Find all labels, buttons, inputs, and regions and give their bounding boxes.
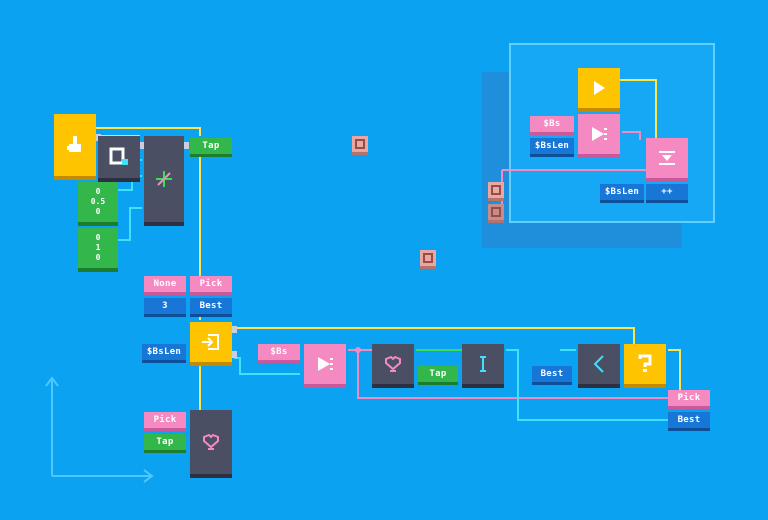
best-tag-right[interactable]: Best: [668, 412, 710, 428]
socket-node-icon[interactable]: [488, 182, 504, 198]
pick-tag-top[interactable]: Pick: [190, 276, 232, 292]
value-a-line-1: 0: [95, 187, 101, 196]
screen-block[interactable]: [98, 136, 145, 178]
range-bracket-icon: [480, 356, 486, 372]
bslen-tag-sub[interactable]: $BsLen: [530, 138, 574, 154]
play-icon: [594, 81, 605, 95]
heart-block-bottom[interactable]: [190, 410, 232, 474]
axis-corner-icon: [45, 376, 154, 483]
range-block[interactable]: [462, 344, 504, 384]
output-port[interactable]: [232, 326, 237, 333]
tap-tag-mid[interactable]: Tap: [418, 366, 458, 382]
bslen-tag-out[interactable]: $BsLen: [600, 184, 644, 200]
bslen-tag-left[interactable]: $BsLen: [142, 344, 186, 360]
value-a-line-3: 0: [95, 207, 101, 216]
vector-block[interactable]: [144, 136, 189, 222]
increment-tag[interactable]: ++: [646, 184, 688, 200]
split-block[interactable]: [304, 344, 346, 384]
output-port[interactable]: [140, 142, 145, 149]
output-port[interactable]: [232, 351, 237, 358]
socket-node-icon[interactable]: [420, 250, 436, 266]
best-tag-top[interactable]: Best: [190, 298, 232, 314]
split-play-icon: [592, 127, 607, 141]
less-block[interactable]: [578, 344, 620, 384]
split-play-icon: [318, 357, 333, 371]
value-a-line-2: 0.5: [90, 197, 106, 206]
sink-arrow-icon: [659, 151, 675, 165]
sink-block[interactable]: [646, 138, 688, 178]
socket-node-icon[interactable]: [352, 136, 368, 152]
value-block-a[interactable]: 0 0.5 0: [78, 182, 118, 222]
best-tag-mid[interactable]: Best: [532, 366, 572, 382]
value-b-line-3: 0: [95, 253, 101, 262]
vector-cross-icon: [156, 171, 172, 187]
bs-tag-mid[interactable]: $Bs: [258, 344, 300, 360]
pick-tag-bottom[interactable]: Pick: [144, 412, 186, 428]
question-block[interactable]: [624, 344, 666, 384]
question-icon: [638, 354, 652, 372]
split-block-sub[interactable]: [578, 114, 620, 154]
screen-touch-icon: [109, 147, 128, 165]
touch-block[interactable]: [54, 114, 101, 176]
three-tag[interactable]: 3: [144, 298, 186, 314]
pick-tag-right[interactable]: Pick: [668, 390, 710, 406]
enter-block[interactable]: [190, 322, 237, 362]
bs-tag-sub[interactable]: $Bs: [530, 116, 574, 132]
none-tag[interactable]: None: [144, 276, 186, 292]
less-than-icon: [593, 355, 604, 373]
tap-tag-bottom[interactable]: Tap: [144, 434, 186, 450]
hand-pointer-icon: [67, 136, 81, 152]
heart-pin-icon: [203, 433, 219, 450]
heart-pin-icon: [385, 355, 401, 372]
value-b-line-2: 1: [95, 243, 101, 252]
value-block-b[interactable]: 0 1 0: [78, 228, 118, 268]
heart-block[interactable]: [372, 344, 414, 384]
output-port[interactable]: [184, 142, 189, 149]
socket-node-icon[interactable]: [488, 204, 504, 220]
tap-tag-top[interactable]: Tap: [190, 138, 232, 154]
enter-arrow-icon: [202, 334, 219, 350]
play-block[interactable]: [578, 68, 620, 108]
value-b-line-1: 0: [95, 233, 101, 242]
